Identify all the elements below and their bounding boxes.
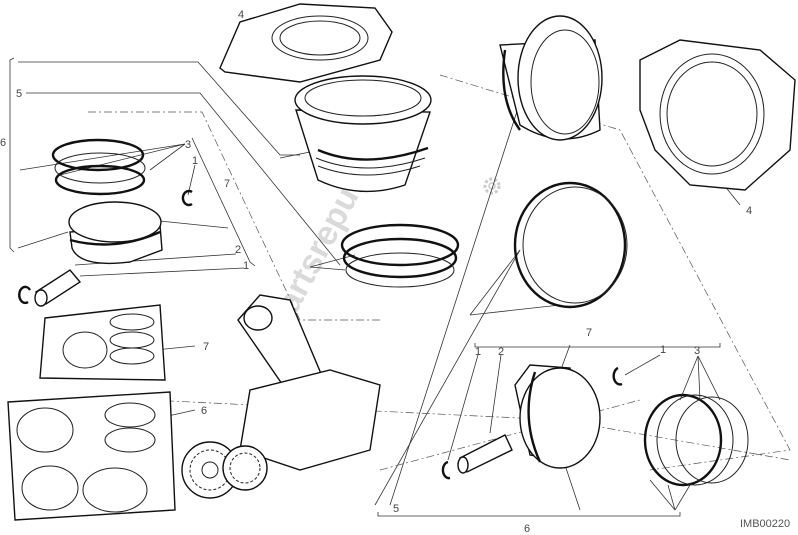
callout-3: 3 xyxy=(185,139,191,151)
callout-7: 7 xyxy=(203,341,209,353)
callout-1: 1 xyxy=(475,346,481,358)
crankshaft xyxy=(181,294,381,499)
cylinder-right xyxy=(499,15,603,141)
piston-rings-cylinder-left xyxy=(340,223,460,288)
cylinder-left xyxy=(294,75,432,193)
cylinder-head-gasket-right xyxy=(639,39,796,191)
kit-piston-rings-7 xyxy=(39,304,166,381)
callout-4: 4 xyxy=(746,205,752,217)
piston-rings-cylinder-right xyxy=(513,181,628,309)
callout-6: 6 xyxy=(201,405,207,417)
callout-2: 2 xyxy=(498,346,504,358)
callout-4: 4 xyxy=(238,9,244,21)
kit-piston-cylinder-6 xyxy=(7,391,176,521)
callout-5: 5 xyxy=(16,88,22,100)
piston-rings-right xyxy=(643,393,749,487)
callout-1: 1 xyxy=(243,260,249,272)
piston-pin-left xyxy=(34,269,82,307)
callout-7: 7 xyxy=(586,327,592,339)
callout-3: 3 xyxy=(694,345,700,357)
circlip-right xyxy=(441,366,623,480)
circlip-left xyxy=(18,189,193,305)
piston-pin-right xyxy=(457,434,513,474)
drawing-code: IMB00220 xyxy=(740,518,790,530)
piston-right xyxy=(514,364,601,469)
callout-7: 7 xyxy=(224,178,230,190)
callout-1: 1 xyxy=(192,155,198,167)
piston-rings-left xyxy=(51,138,146,196)
callout-6: 6 xyxy=(0,137,6,149)
callout-1: 1 xyxy=(660,344,666,356)
cylinder-head-gasket-top xyxy=(219,3,393,83)
callout-2: 2 xyxy=(235,244,241,256)
callout-labels: 4 5 6 3 1 7 2 1 7 6 4 7 1 2 1 3 5 6 IMB0… xyxy=(0,9,790,535)
gear-icon xyxy=(483,177,501,195)
piston-left xyxy=(68,201,163,265)
callout-5: 5 xyxy=(393,503,399,515)
callout-6: 6 xyxy=(524,523,530,535)
